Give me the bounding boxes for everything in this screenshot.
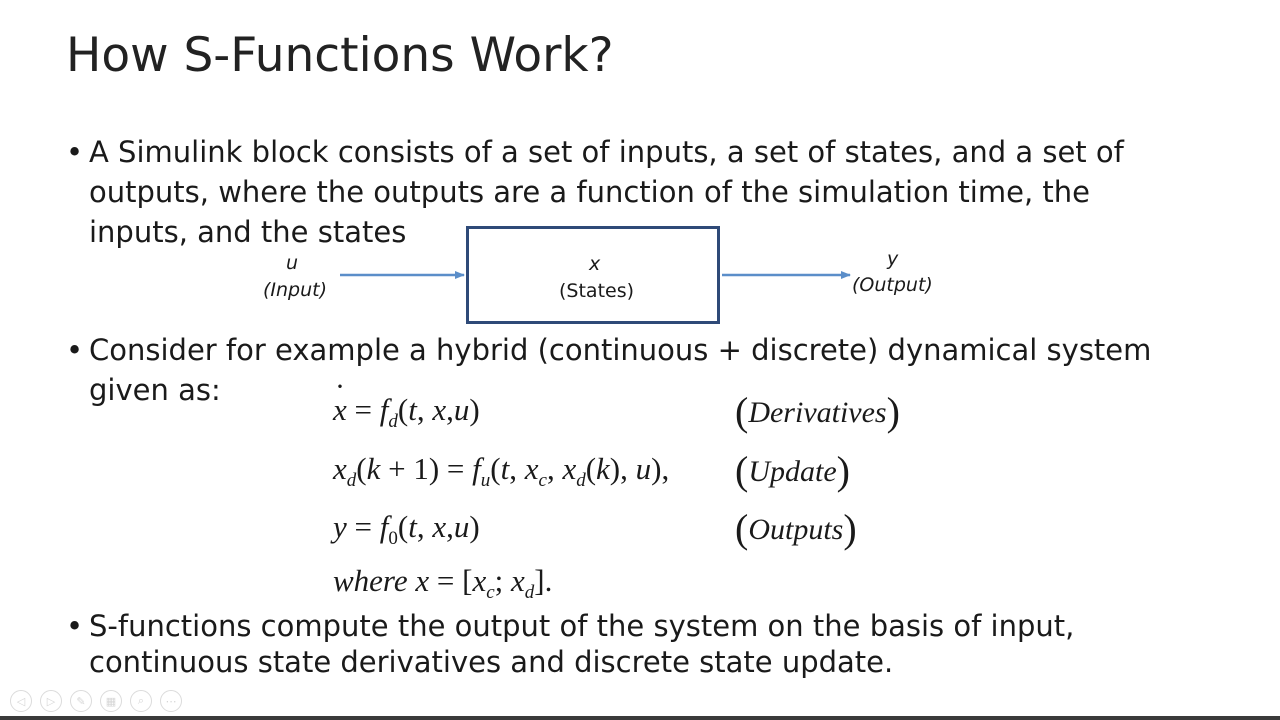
previous-icon[interactable]: ◁: [10, 690, 32, 712]
state-symbol: x: [589, 253, 601, 275]
bullet-marker: •: [66, 333, 84, 367]
next-icon[interactable]: ▷: [40, 690, 62, 712]
slides-icon[interactable]: ▦: [100, 690, 122, 712]
bullet-text-1: A Simulink block consists of a set of in…: [89, 135, 1124, 249]
equation-where: where x = [xc; xd].: [333, 563, 553, 603]
bullet-marker: •: [66, 609, 84, 643]
equation-derivatives: x = fd(t, x,u): [333, 370, 480, 433]
bullet-item-3: • S-functions compute the output of the …: [66, 608, 1166, 680]
presentation-controls: ◁ ▷ ✎ ▦ ⌕ ⋯: [10, 690, 182, 714]
output-label: (Output): [852, 274, 933, 296]
pen-icon[interactable]: ✎: [70, 690, 92, 712]
input-label: (Input): [263, 279, 328, 301]
zoom-icon[interactable]: ⌕: [130, 690, 152, 712]
equation-label-derivatives: (Derivatives): [735, 389, 900, 434]
input-symbol: u: [286, 252, 299, 274]
slide-title: How S-Functions Work?: [66, 28, 614, 83]
equation-outputs: y = f0(t, x,u): [333, 509, 480, 549]
bullet-text-3: S-functions compute the output of the sy…: [89, 609, 1075, 679]
output-symbol: y: [887, 248, 899, 270]
bottom-divider: [0, 716, 1280, 720]
bullet-item-2: • Consider for example a hybrid (continu…: [66, 330, 1206, 410]
more-icon[interactable]: ⋯: [160, 690, 182, 712]
bullet-text-2: Consider for example a hybrid (continuou…: [89, 333, 1152, 407]
states-block: [466, 226, 720, 324]
bullet-item-1: • A Simulink block consists of a set of …: [66, 132, 1176, 252]
equation-label-outputs: (Outputs): [735, 506, 857, 551]
bullet-marker: •: [66, 135, 84, 169]
state-label: (States): [559, 280, 635, 302]
equation-update: xd(k + 1) = fu(t, xc, xd(k), u),: [333, 451, 670, 491]
equation-label-update: (Update): [735, 448, 850, 493]
